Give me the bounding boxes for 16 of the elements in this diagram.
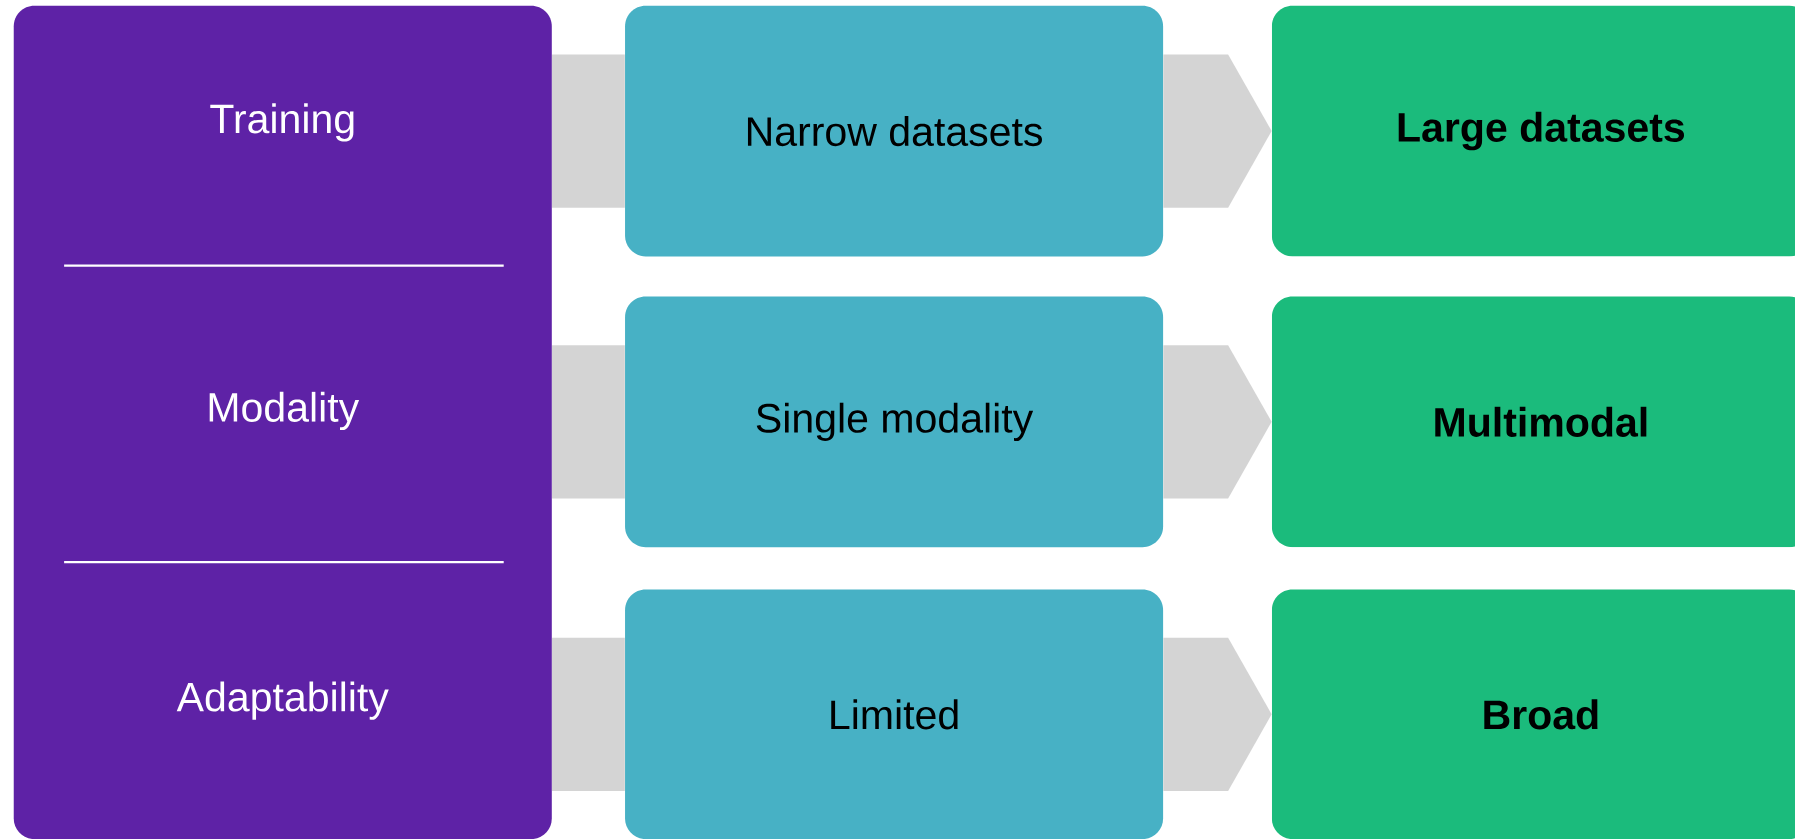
category-panel: [13, 5, 552, 839]
future-box: Broad: [1271, 589, 1795, 839]
current-box: Limited: [625, 589, 1164, 839]
row-label: Modality: [209, 391, 360, 431]
arrow-band: [552, 637, 625, 791]
row-label: Adaptability: [176, 681, 389, 720]
future-box: Multimodal: [1271, 296, 1795, 548]
arrow-band: [1163, 345, 1272, 499]
arrow-band: [552, 345, 625, 499]
arrow-band: [1163, 637, 1272, 791]
arrow-band: [552, 54, 625, 208]
current-box: Single modality: [625, 296, 1164, 548]
future-box: Large datasets: [1271, 5, 1795, 257]
arrow-band: [1163, 54, 1272, 208]
current-box: Narrow datasets: [625, 5, 1164, 257]
row-label: Training: [210, 103, 354, 142]
